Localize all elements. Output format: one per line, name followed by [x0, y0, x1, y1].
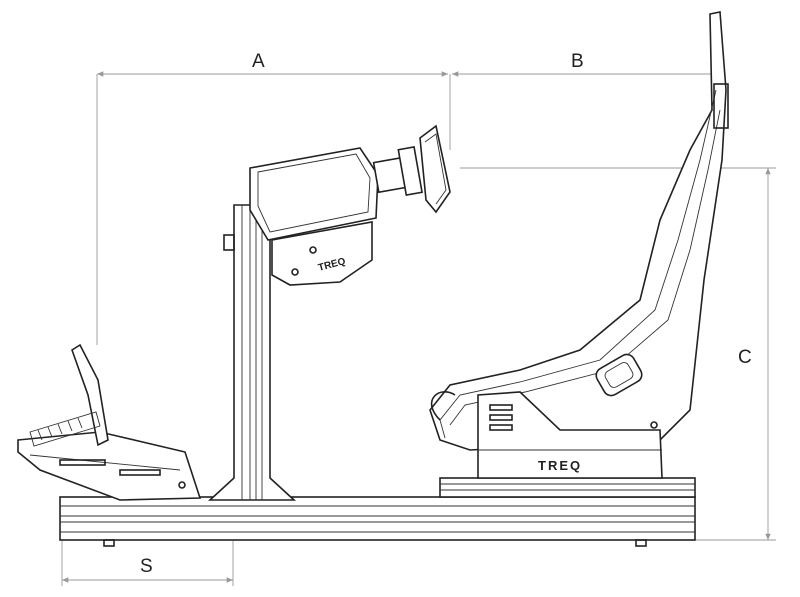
dimension-s-label: S — [140, 556, 153, 577]
svg-text:TREQ: TREQ — [538, 458, 582, 473]
dimension-b-label: B — [571, 51, 584, 72]
dimension-lines — [61, 71, 776, 586]
wheel-mount-bracket: TREQ — [271, 221, 373, 286]
seat-rail — [439, 477, 696, 498]
seat-bracket: TREQ — [477, 391, 663, 479]
steering-wheel — [419, 124, 451, 214]
base-rail — [59, 496, 696, 547]
wheelbase — [249, 146, 423, 241]
dimension-a-label: A — [252, 51, 265, 72]
seat — [429, 11, 729, 451]
pedal-set — [17, 343, 202, 501]
dimension-c-label: C — [738, 347, 752, 368]
